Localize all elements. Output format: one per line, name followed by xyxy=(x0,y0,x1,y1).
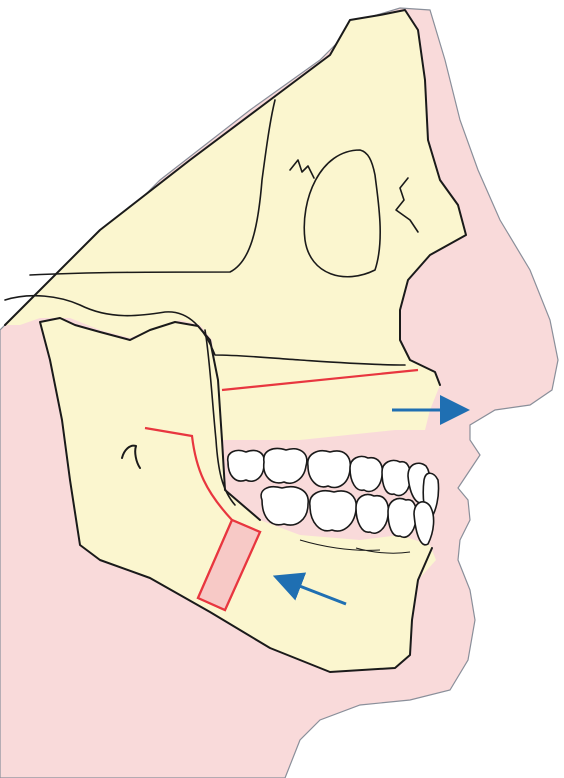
upper-premolar-1 xyxy=(382,460,411,495)
lower-premolar-2 xyxy=(356,495,388,534)
lower-molar-1 xyxy=(310,491,356,531)
lower-premolar-1 xyxy=(388,499,417,538)
upper-molar-2 xyxy=(264,449,307,484)
lower-molar-2 xyxy=(261,487,308,525)
upper-molar-1 xyxy=(308,451,351,488)
upper-premolar-2 xyxy=(350,456,382,491)
upper-molar-3 xyxy=(228,450,265,481)
